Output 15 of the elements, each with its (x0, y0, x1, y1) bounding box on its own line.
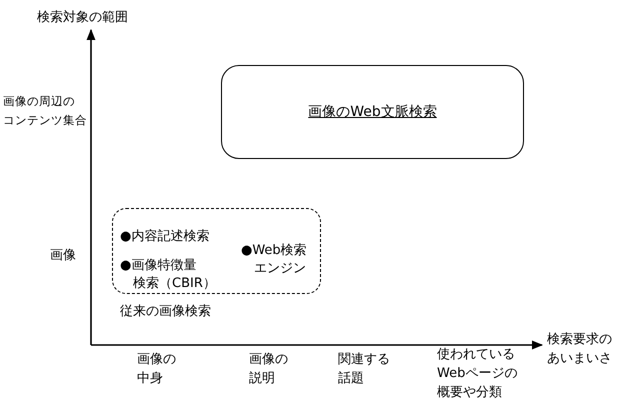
axis-title: 検索要求のあいまいさ (547, 331, 612, 368)
dashed-rounded-box (112, 208, 321, 294)
axis-title: 検索対象の範囲 (37, 9, 128, 27)
axis-tick-label: 使われているWebページの概要や分類 (437, 346, 518, 402)
group-caption: 従来の画像検索 (120, 303, 211, 321)
list-item: ●画像特徴量検索（CBIR） (120, 257, 216, 293)
rounded-box (221, 65, 524, 159)
node-title: 画像のWeb文脈検索 (308, 104, 437, 120)
list-item: ●内容記述検索 (120, 228, 210, 246)
axis-tick-label: 画像の中身 (137, 351, 176, 388)
axis-tick-label: 画像の周辺のコンテンツ集合 (3, 93, 87, 129)
axis-tick-label: 関連する話題 (338, 351, 390, 388)
axis-tick-label: 画像 (50, 247, 76, 265)
axis-tick-label: 画像の説明 (249, 351, 288, 388)
list-item: ●Web検索エンジン (241, 242, 307, 278)
